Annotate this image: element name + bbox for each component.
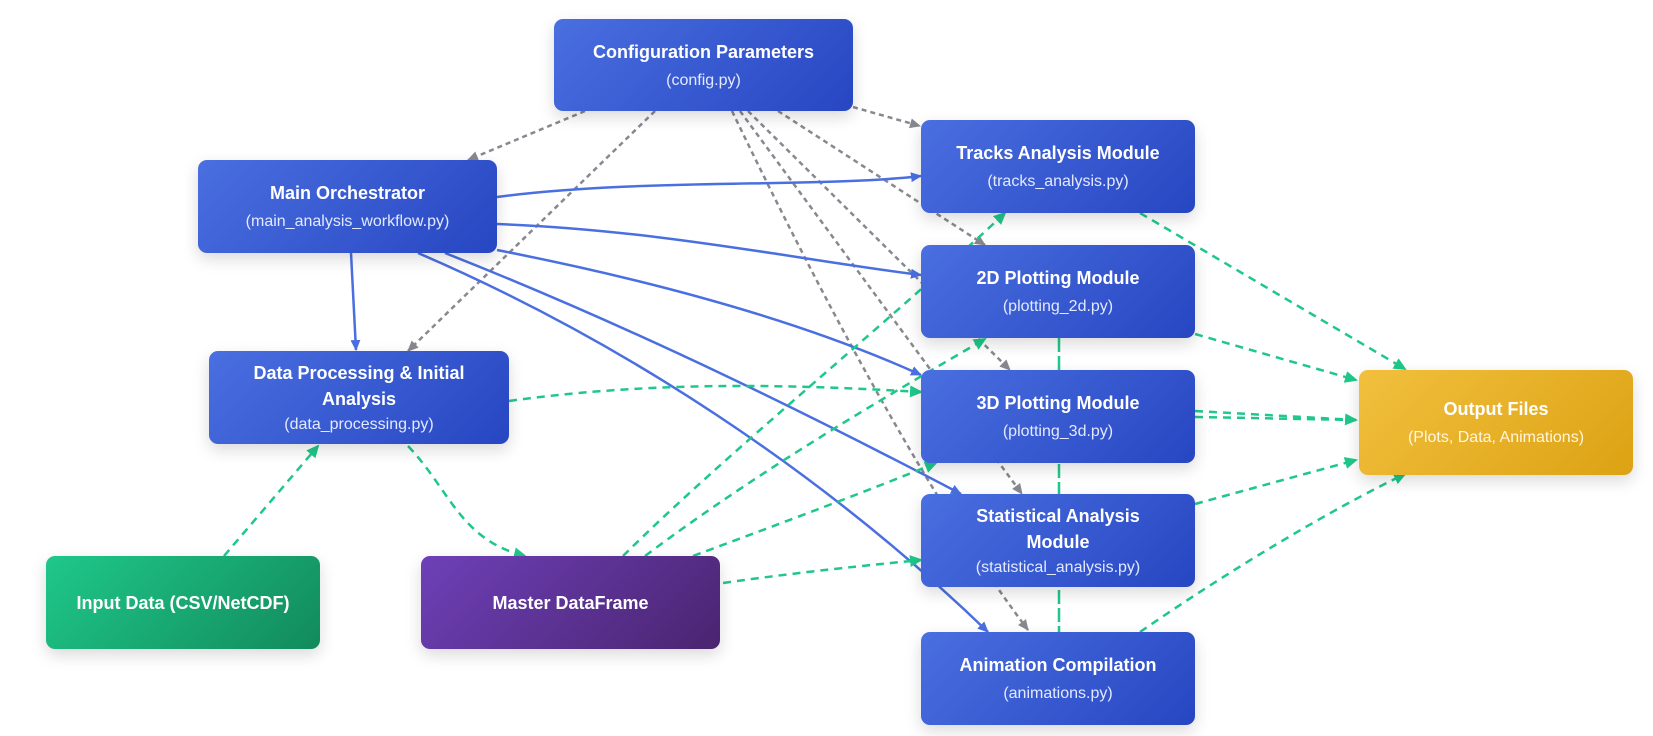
node-title: Configuration Parameters [592, 41, 815, 62]
node-plotting-3d[interactable]: 3D Plotting Module (plotting_3d.py) [921, 370, 1195, 463]
edge-master-to-stats [722, 555, 923, 585]
edge-dataproc-to-plot3d [508, 384, 923, 403]
edge-master-to-plot2d [644, 337, 987, 558]
node-filename: (animations.py) [1003, 685, 1113, 702]
node-title: Master DataFrame [492, 592, 649, 613]
edge-input-to-dataproc [223, 444, 320, 557]
node-data-processing[interactable]: Data Processing & Initial Analysis (data… [209, 351, 509, 444]
edge-config-to-main [467, 109, 586, 162]
node-title: Statistical Analysis Module [976, 505, 1140, 552]
node-config[interactable]: Configuration Parameters (config.py) [554, 19, 853, 111]
node-title: Main Orchestrator [269, 183, 426, 203]
node-filename: (tracks_analysis.py) [987, 173, 1129, 190]
node-master-dataframe[interactable]: Master DataFrame [421, 556, 720, 649]
node-title: Animation Compilation [959, 655, 1157, 675]
edge-tracks-to-output [1139, 211, 1407, 371]
node-input-data[interactable]: Input Data (CSV/NetCDF) [46, 556, 320, 649]
node-main-orchestrator[interactable]: Main Orchestrator (main_analysis_workflo… [198, 160, 497, 253]
edge-main-to-stats [444, 251, 962, 496]
edge-main-to-plot3d [496, 248, 922, 377]
edge-dataproc-to-master [407, 445, 527, 560]
node-title: Tracks Analysis Module [956, 143, 1160, 163]
node-filename: (data_processing.py) [284, 415, 434, 433]
node-statistical-analysis[interactable]: Statistical Analysis Module (statistical… [921, 494, 1195, 587]
edge-config-to-dataproc [407, 110, 656, 352]
node-title: 2D Plotting Module [976, 268, 1140, 288]
node-plotting-2d[interactable]: 2D Plotting Module (plotting_2d.py) [921, 245, 1195, 338]
node-filename: (statistical_analysis.py) [975, 558, 1141, 576]
node-filename: (Plots, Data, Animations) [1407, 429, 1585, 446]
node-output-files[interactable]: Output Files (Plots, Data, Animations) [1359, 370, 1633, 475]
node-filename: (plotting_3d.py) [1002, 423, 1114, 440]
node-tracks-analysis[interactable]: Tracks Analysis Module (tracks_analysis.… [921, 120, 1195, 213]
node-title: Data Processing & Initial Analysis [253, 362, 465, 409]
node-animation-compilation[interactable]: Animation Compilation (animations.py) [921, 632, 1195, 725]
edge-main-to-dataproc [349, 252, 361, 351]
node-title: Input Data (CSV/NetCDF) [76, 592, 290, 613]
edge-plot3d-to-output [1194, 409, 1358, 426]
node-title: 3D Plotting Module [976, 393, 1140, 413]
edge-main-to-plot2d [496, 222, 922, 279]
node-filename: (config.py) [666, 71, 741, 89]
edge-anim-to-output [1139, 472, 1407, 634]
edge-config-to-tracks [852, 105, 921, 129]
edge-stats-to-output [1194, 457, 1358, 506]
node-filename: (main_analysis_workflow.py) [245, 213, 450, 230]
edge-main-to-tracks [496, 172, 922, 199]
edge-plot3d-to-output-2 [1194, 415, 1357, 422]
edge-master-to-plot3d [692, 461, 938, 558]
node-title: Output Files [1443, 399, 1549, 419]
node-filename: (plotting_2d.py) [1002, 298, 1114, 315]
edge-plot2d-to-output [1194, 332, 1358, 383]
